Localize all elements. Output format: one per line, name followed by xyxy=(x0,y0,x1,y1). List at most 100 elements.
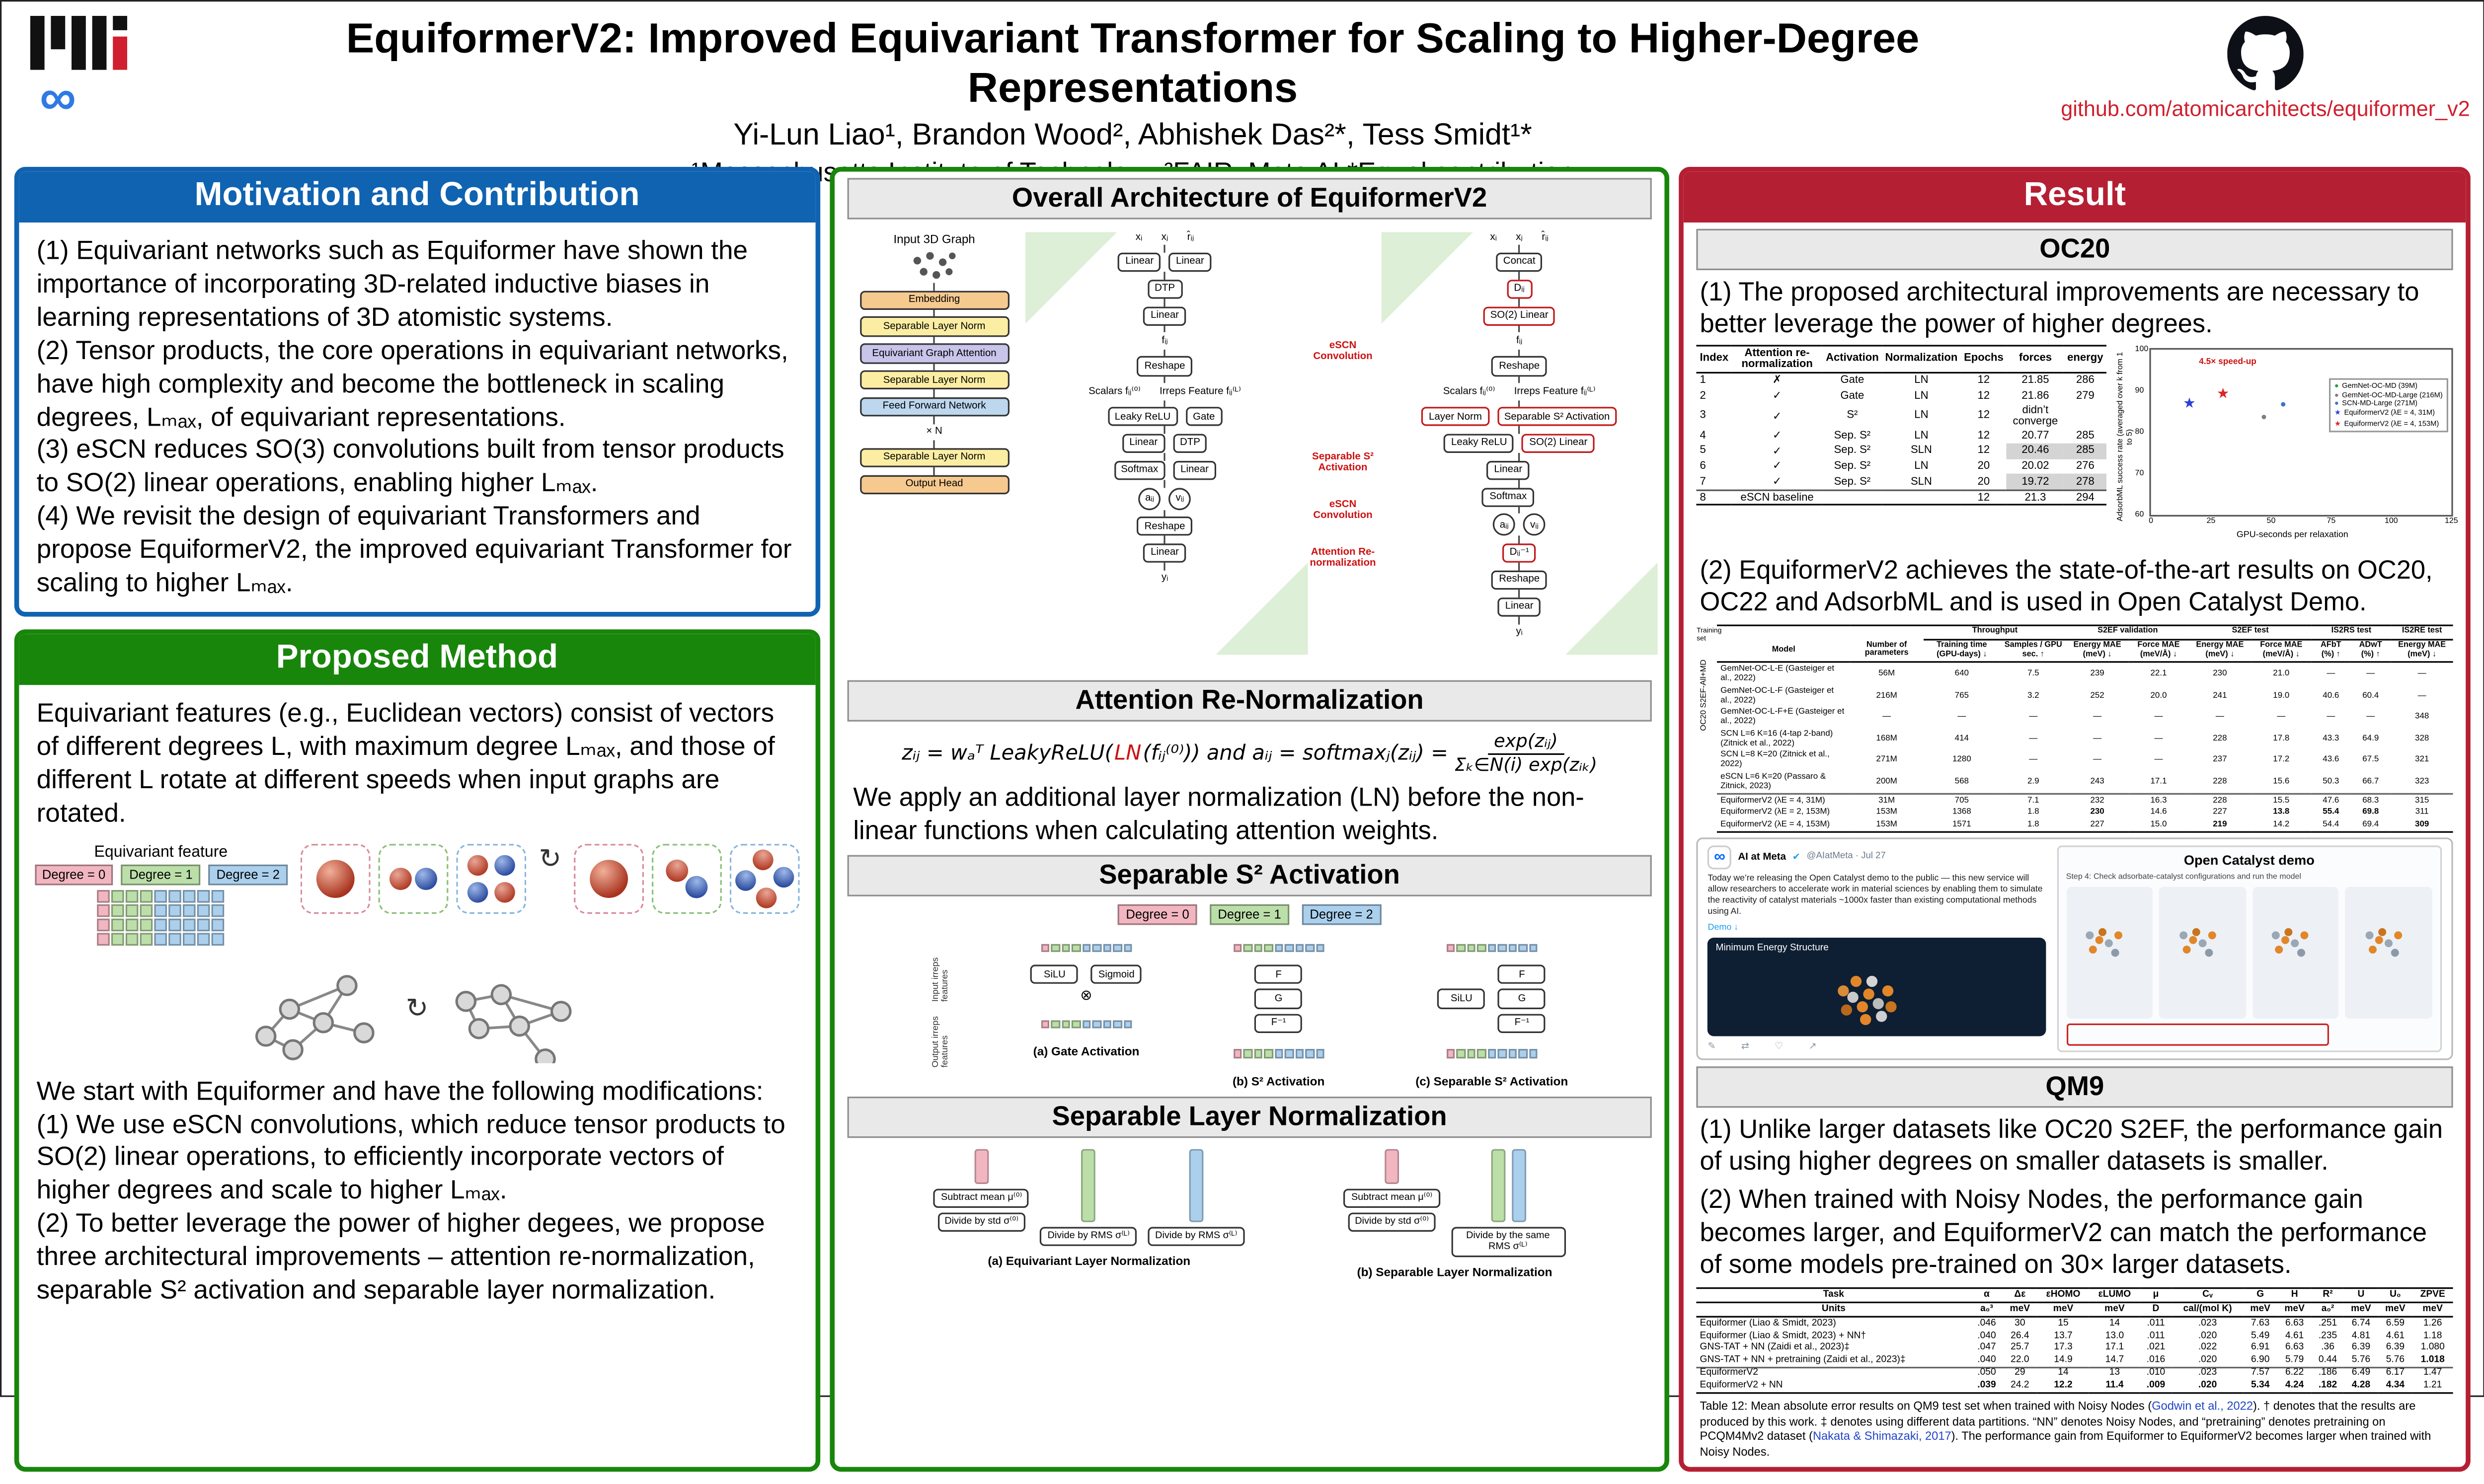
axis-tick: 100 xyxy=(2135,344,2149,354)
formula-text: zᵢⱼ = wₐᵀ LeakyReLU( xyxy=(902,742,1113,766)
flow-arrow xyxy=(1518,245,1520,253)
annotation-escn-convolution: eSCN Convolution xyxy=(1313,499,1373,522)
table-cell: 19.0 xyxy=(2273,690,2290,700)
degree-legend: Degree = 0 Degree = 1 Degree = 2 xyxy=(34,864,288,885)
table-cell: 30 xyxy=(2015,1319,2025,1329)
tweet-demo-link: Demo ↓ xyxy=(1708,923,1739,933)
flow-block: Feed Forward Network xyxy=(859,397,1009,417)
table-cell: .36 xyxy=(2321,1343,2334,1353)
flow-arrow xyxy=(1164,349,1166,357)
table-cell: 22.0 xyxy=(2011,1355,2029,1365)
p-orbital-box xyxy=(652,843,722,913)
subtract-mean-block: Subtract mean μ⁽⁰⁾ xyxy=(933,1188,1029,1208)
table-cell: 12 xyxy=(1977,410,1990,422)
table-cell: 12 xyxy=(1977,430,1990,442)
table-cell: 1.018 xyxy=(2420,1355,2445,1365)
github-block: github.com/atomicarchitects/equiformer_v… xyxy=(2061,9,2470,160)
flow-block: Separable Layer Norm xyxy=(859,370,1009,390)
degree2-column xyxy=(1189,1149,1204,1222)
table-cell: 285 xyxy=(2064,444,2106,459)
flow-arrow xyxy=(933,309,935,317)
feature-cell xyxy=(1316,943,1324,953)
flow-block: Equivariant Graph Attention xyxy=(859,343,1009,364)
feature-cell xyxy=(111,918,125,931)
table-cell: — xyxy=(1957,712,1966,722)
table-row: Equiformer (Liao & Smidt, 2023) + NN†.04… xyxy=(1697,1330,2453,1342)
feature-cell xyxy=(1467,943,1475,953)
flow-block: yᵢ xyxy=(1516,626,1523,638)
demo-step-text: Step 4: Check adsorbate-catalyst configu… xyxy=(2066,872,2301,882)
feature-cell xyxy=(1284,1049,1294,1058)
table-cell: 1280 xyxy=(1952,755,1971,765)
table-header-cell: Normalization xyxy=(1882,345,1961,373)
table-cell: GNS-TAT + NN + pretraining (Zaidi et al.… xyxy=(1700,1355,1906,1365)
table-cell: 67.5 xyxy=(2362,755,2379,765)
silu-block: SiLU xyxy=(1437,989,1485,1009)
flow-arrow xyxy=(1164,480,1166,488)
attention-formula: zᵢⱼ = wₐᵀ LeakyReLU(LN(fᵢⱼ⁽⁰⁾)) and aᵢⱼ … xyxy=(834,725,1665,778)
motivation-panel: Motivation and Contribution (1) Equivari… xyxy=(14,167,820,617)
table-cell: EquiformerV2 (λE = 4, 31M) xyxy=(1717,792,1850,807)
table-header-cell: meV xyxy=(2378,1303,2412,1318)
table-cell: 232 xyxy=(2066,792,2128,807)
table-cell: 3 xyxy=(1700,410,1706,422)
flow-block: Reshape xyxy=(1137,356,1192,376)
feature-cell xyxy=(1456,1049,1466,1058)
flow-block: DTP xyxy=(1147,279,1182,299)
method-point: We start with Equiformer and have the fo… xyxy=(36,1075,764,1106)
table-group-header: S2EF validation xyxy=(2066,626,2189,641)
feature-cell xyxy=(1082,943,1091,953)
feature-cell xyxy=(212,889,225,902)
flow-arrow xyxy=(933,390,935,397)
table-header-cell: Model xyxy=(1717,639,1850,663)
qm9-title: QM9 xyxy=(1697,1065,2453,1107)
inverse-fourier-block: F⁻¹ xyxy=(1254,1013,1303,1033)
flow-block: r̂ᵢⱼ xyxy=(1542,231,1549,242)
table-cell: .020 xyxy=(2198,1331,2217,1341)
result-panel: Result OC20 (1) The proposed architectur… xyxy=(1679,167,2471,1472)
table-cell: 6.74 xyxy=(2351,1319,2371,1329)
table-cell: 414 xyxy=(1954,734,1969,743)
feature-cell xyxy=(1243,1049,1252,1058)
table-cell: 168M xyxy=(1876,734,1897,743)
attention-renorm-title: Attention Re-Normalization xyxy=(847,680,1652,722)
data-point: ● xyxy=(2280,398,2286,410)
table-header-cell: Attention re-normalization xyxy=(1731,345,1823,373)
table-cell: 20.77 xyxy=(2021,430,2049,442)
table-cell: .235 xyxy=(2318,1331,2337,1341)
rotation-arrow-icon: ↻ xyxy=(405,992,429,1023)
table-cell: 15 xyxy=(2058,1319,2069,1329)
table-cell: 153M xyxy=(1876,807,1897,817)
table-header-cell: meV xyxy=(2243,1303,2278,1318)
table-cell: SCN L=8 K=20 (Zitnick et al., 2022) xyxy=(1720,750,1830,770)
table-cell: 6.39 xyxy=(2386,1343,2405,1353)
table-cell: Sep. S² xyxy=(1834,445,1871,457)
table-cell: 17.1 xyxy=(2105,1343,2124,1353)
table-header-cell: G xyxy=(2243,1288,2278,1304)
feature-cell xyxy=(140,903,153,917)
table-header-cell: εLUMO xyxy=(2089,1288,2140,1304)
github-icon xyxy=(2227,16,2304,90)
github-url[interactable]: github.com/atomicarchitects/equiformer_v… xyxy=(2061,97,2470,121)
table-cell: Gate xyxy=(1840,375,1864,386)
table-cell: 328 xyxy=(2415,734,2429,743)
d-orbital-icon xyxy=(731,844,799,912)
table-cell: 43.6 xyxy=(2323,755,2339,765)
table-header-cell: meV xyxy=(2089,1303,2140,1318)
divide-rms-block: Divide by RMS σ⁽ᴸ⁾ xyxy=(1148,1226,1244,1246)
table-cell: 7.5 xyxy=(2027,669,2039,679)
feature-cell xyxy=(1061,1020,1070,1029)
legend-degree-0: Degree = 0 xyxy=(1118,904,1197,925)
open-catalyst-demo-card: ∞ AI at Meta ✔ @AIatMeta · Jul 27 Today … xyxy=(1697,836,2453,1059)
table-cell: Gate xyxy=(1840,390,1864,402)
table-cell: Sep. S² xyxy=(1834,460,1871,472)
legend-degree-1: Degree = 1 xyxy=(121,864,201,885)
table-cell: 15.0 xyxy=(2150,819,2167,829)
feature-cell xyxy=(1446,943,1455,953)
tweet-action-icons: ✎⇄♡↗ xyxy=(1708,1040,2046,1051)
feature-cell xyxy=(1113,943,1122,953)
flow-block: Linear xyxy=(1122,434,1165,453)
flow-arrow xyxy=(1518,298,1520,306)
